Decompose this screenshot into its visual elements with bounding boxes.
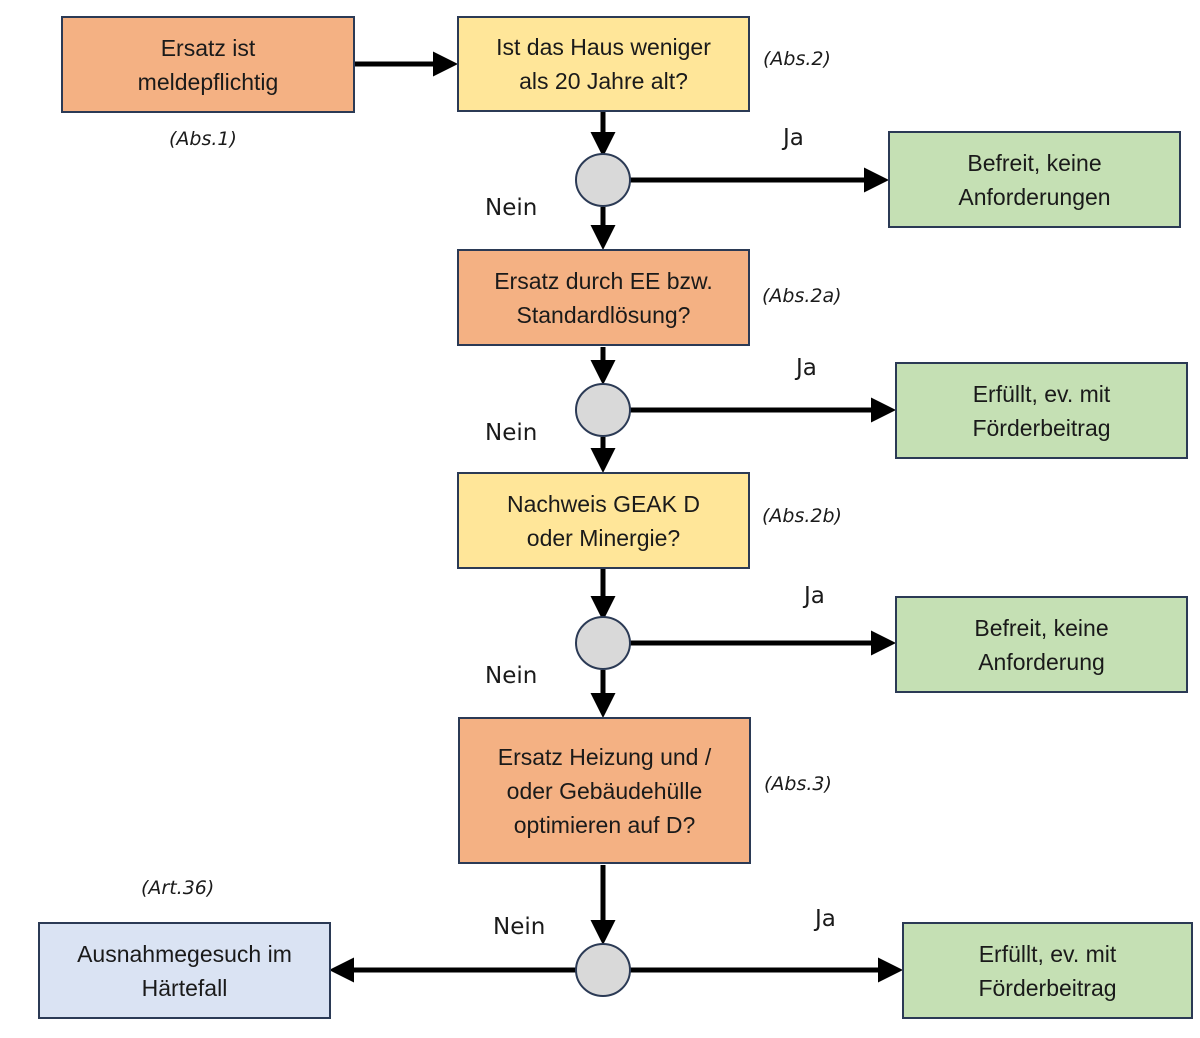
start-box: Ersatz ist meldepflichtig: [61, 16, 355, 113]
result-box-1-label: Befreit, keine Anforderungen: [958, 149, 1111, 210]
decision-circle-3: [575, 616, 631, 670]
result-box-3: Befreit, keine Anforderung: [895, 596, 1188, 693]
label-yes-1: Ja: [783, 125, 804, 151]
decision-circle-1: [575, 153, 631, 207]
question-box-4: Ersatz Heizung und / oder Gebäudehülle o…: [458, 717, 751, 864]
decision-circle-4: [575, 943, 631, 997]
result-box-2: Erfüllt, ev. mit Förderbeitrag: [895, 362, 1188, 459]
ref-abs2b: (Abs.2b): [762, 505, 842, 527]
ref-abs1: (Abs.1): [169, 128, 237, 150]
result-box-4: Erfüllt, ev. mit Förderbeitrag: [902, 922, 1193, 1019]
question-box-2-label: Ersatz durch EE bzw. Standardlösung?: [494, 267, 713, 328]
question-box-2: Ersatz durch EE bzw. Standardlösung?: [457, 249, 750, 346]
start-box-label: Ersatz ist meldepflichtig: [137, 34, 279, 95]
ref-abs2a: (Abs.2a): [762, 285, 842, 307]
ref-art36: (Art.36): [141, 877, 215, 899]
label-yes-3: Ja: [804, 583, 825, 609]
label-no-4: Nein: [493, 914, 546, 940]
decision-circle-2: [575, 383, 631, 437]
label-no-1: Nein: [485, 195, 538, 221]
result-box-1: Befreit, keine Anforderungen: [888, 131, 1181, 228]
result-box-3-label: Befreit, keine Anforderung: [974, 614, 1109, 675]
exception-box-label: Ausnahmegesuch im Härtefall: [77, 940, 292, 1001]
ref-abs3: (Abs.3): [764, 773, 832, 795]
question-box-4-label: Ersatz Heizung und / oder Gebäudehülle o…: [497, 743, 712, 838]
exception-box: Ausnahmegesuch im Härtefall: [38, 922, 331, 1019]
label-no-3: Nein: [485, 663, 538, 689]
result-box-4-label: Erfüllt, ev. mit Förderbeitrag: [978, 940, 1117, 1001]
label-no-2: Nein: [485, 420, 538, 446]
question-box-3: Nachweis GEAK D oder Minergie?: [457, 472, 750, 569]
ref-abs2: (Abs.2): [763, 48, 831, 70]
question-box-3-label: Nachweis GEAK D oder Minergie?: [506, 490, 700, 551]
label-yes-4: Ja: [815, 906, 836, 932]
question-box-1-label: Ist das Haus weniger als 20 Jahre alt?: [496, 34, 711, 94]
question-box-1: Ist das Haus weniger als 20 Jahre alt?: [457, 16, 750, 112]
result-box-2-label: Erfüllt, ev. mit Förderbeitrag: [972, 380, 1111, 441]
label-yes-2: Ja: [796, 355, 817, 381]
